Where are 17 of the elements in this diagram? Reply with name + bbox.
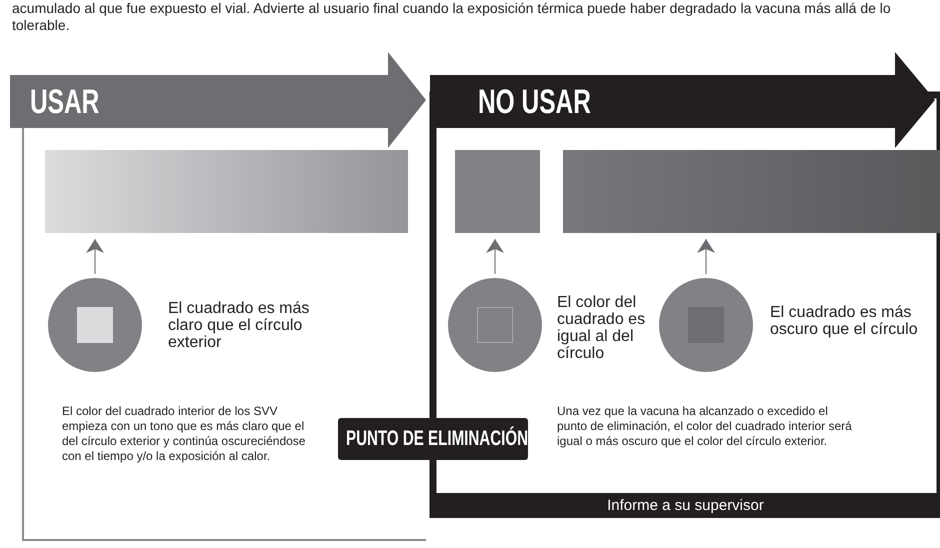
caption-text: El cuadrado es más claro que el círculo exterior [168, 300, 310, 351]
intro-text: acumulado al que fue expuesto el vial. Advierte al usuario final cuando la exposición térmica puede haber degradado la vacuna más allá de lo tolerable. [12, 0, 892, 34]
panel-heading: NO USAR [478, 82, 591, 122]
caption-text: El color del cuadrado es igual al del círculo [557, 294, 646, 362]
color-gradient-bar [45, 150, 408, 233]
pointer-arrow [86, 238, 104, 274]
description-paragraph: El color del cuadrado interior de los SVV empieza con un tono que es más claro que el del círculo exterior y continúa oscureciéndose con el tiempo y/o la exposición al calor. [62, 404, 306, 464]
panel-heading: USAR [30, 82, 100, 122]
pointer-arrow [486, 238, 504, 274]
caption-text: El cuadrado es más oscuro que el círculo [770, 304, 919, 338]
color-swatch [455, 150, 540, 233]
pointer-arrow [697, 238, 715, 274]
threshold-tag [338, 418, 528, 460]
description-paragraph: Una vez que la vacuna ha alcanzado o excedido el punto de eliminación, el color del cuadrado interior será igual o más oscuro que el color del círculo exterior. [557, 404, 853, 449]
no-usar-panel [428, 50, 940, 518]
tag-text: PUNTO DE ELIMINACIÓN [346, 425, 528, 452]
color-gradient-bar [563, 150, 940, 233]
